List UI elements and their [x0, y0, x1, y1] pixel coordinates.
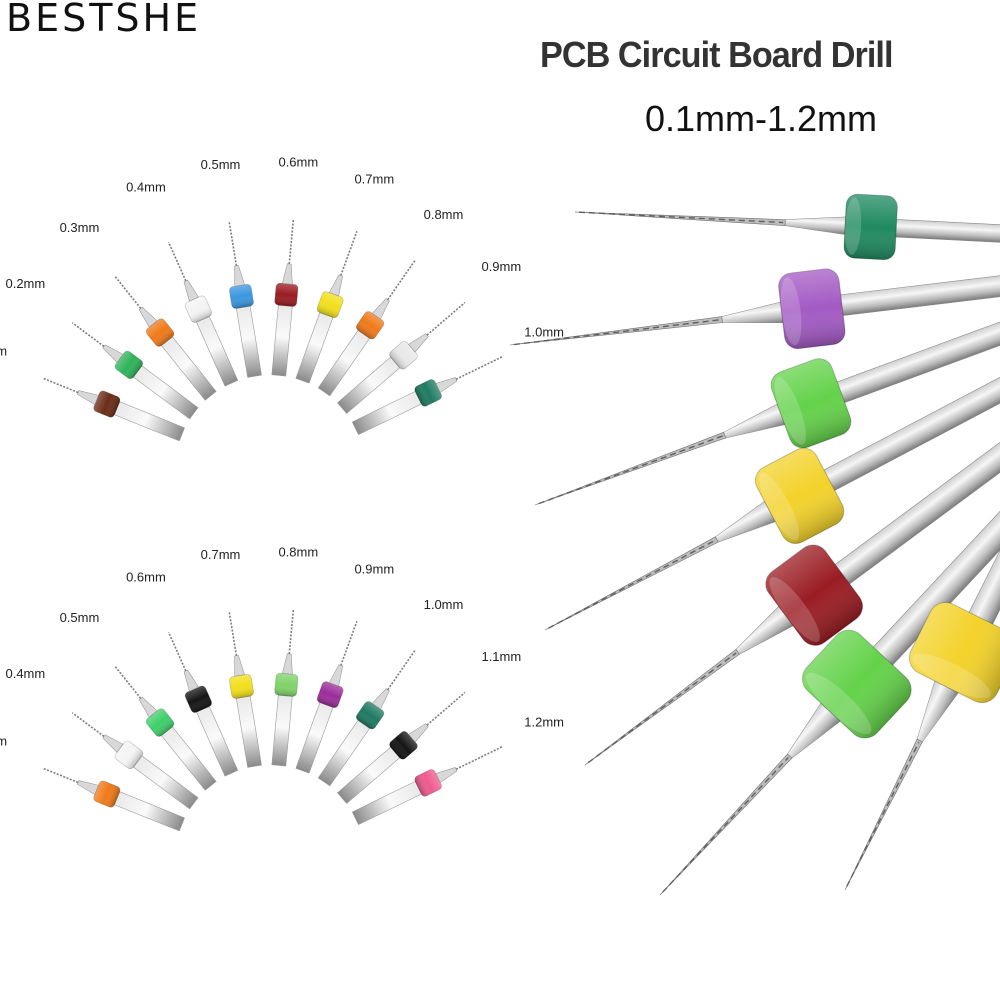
- bottom-set-size-label-6: 0.9mm: [354, 561, 394, 576]
- brand-logo: BESTSHE: [6, 0, 202, 40]
- top-set-size-label-4: 0.5mm: [201, 157, 241, 172]
- bottom-set-drill-6: [295, 621, 358, 774]
- top-set-drill-9: [351, 355, 503, 436]
- top-set-drill-6: [295, 231, 358, 384]
- bottom-set-size-label-2: 0.5mm: [60, 610, 100, 625]
- top-set-size-label-1: 0.2mm: [5, 276, 45, 291]
- bottom-set-size-label-0: 0.3mm: [0, 734, 7, 749]
- closeup-drill-5: [659, 495, 1000, 896]
- bottom-set-drill-3: [167, 631, 239, 777]
- top-set-size-label-7: 0.8mm: [424, 207, 464, 222]
- bottom-set-drill-8: [337, 691, 466, 804]
- drill-set-top: 0.1mm 0.2mm 0.3mm 0.4mm 0.5mm 0.6mm 0.7mm 0.8mm…: [0, 154, 564, 442]
- bottom-set-size-label-1: 0.4mm: [5, 666, 45, 681]
- drill-closeup: [509, 193, 1000, 896]
- bottom-set-drill-4: [228, 612, 262, 768]
- bottom-set-drill-9: [351, 745, 503, 826]
- bottom-set-drill-7: [317, 649, 416, 787]
- bottom-set-size-label-3: 0.6mm: [126, 569, 166, 584]
- closeup-drill-1: [509, 268, 1000, 350]
- closeup-drill-4: [584, 427, 1000, 766]
- size-range-subtitle: 0.1mm-1.2mm: [645, 98, 878, 139]
- top-set-size-label-2: 0.3mm: [60, 220, 100, 235]
- top-set-size-label-6: 0.7mm: [354, 171, 394, 186]
- closeup-drill-6: [844, 535, 1000, 891]
- bottom-set-size-label-9: 1.2mm: [524, 714, 564, 729]
- top-set-drill-3: [167, 241, 239, 387]
- top-set-drill-8: [337, 301, 466, 414]
- bottom-set-size-label-4: 0.7mm: [201, 547, 241, 562]
- drill-set-bottom: 0.3mm 0.4mm 0.5mm 0.6mm 0.7mm 0.8mm 0.9mm 1.0mm…: [0, 544, 564, 832]
- top-set-drill-0: [42, 377, 185, 442]
- top-set-drill-7: [317, 259, 416, 397]
- top-set-size-label-9: 1.0mm: [524, 324, 564, 339]
- top-set-size-label-5: 0.6mm: [278, 154, 318, 169]
- bottom-set-drill-2: [114, 665, 217, 791]
- closeup-drill-0: [574, 193, 1000, 261]
- closeup-drill-2: [534, 312, 1000, 506]
- bottom-set-drill-0: [42, 767, 185, 832]
- bottom-set-size-label-8: 1.1mm: [481, 649, 521, 664]
- top-set-drill-2: [114, 275, 217, 401]
- top-set-size-label-8: 0.9mm: [481, 259, 521, 274]
- bottom-set-size-label-7: 1.0mm: [424, 597, 464, 612]
- bottom-set-drill-1: [71, 712, 199, 810]
- top-set-size-label-3: 0.4mm: [126, 179, 166, 194]
- bottom-set-drill-5: [271, 608, 299, 767]
- top-set-size-label-0: 0.1mm: [0, 344, 7, 359]
- top-set-drill-4: [228, 222, 262, 378]
- page-title: PCB Circuit Board Drill: [540, 34, 893, 75]
- top-set-drill-5: [271, 218, 299, 377]
- top-set-drill-1: [71, 322, 199, 420]
- closeup-drill-3: [544, 365, 1000, 631]
- bottom-set-size-label-5: 0.8mm: [278, 544, 318, 559]
